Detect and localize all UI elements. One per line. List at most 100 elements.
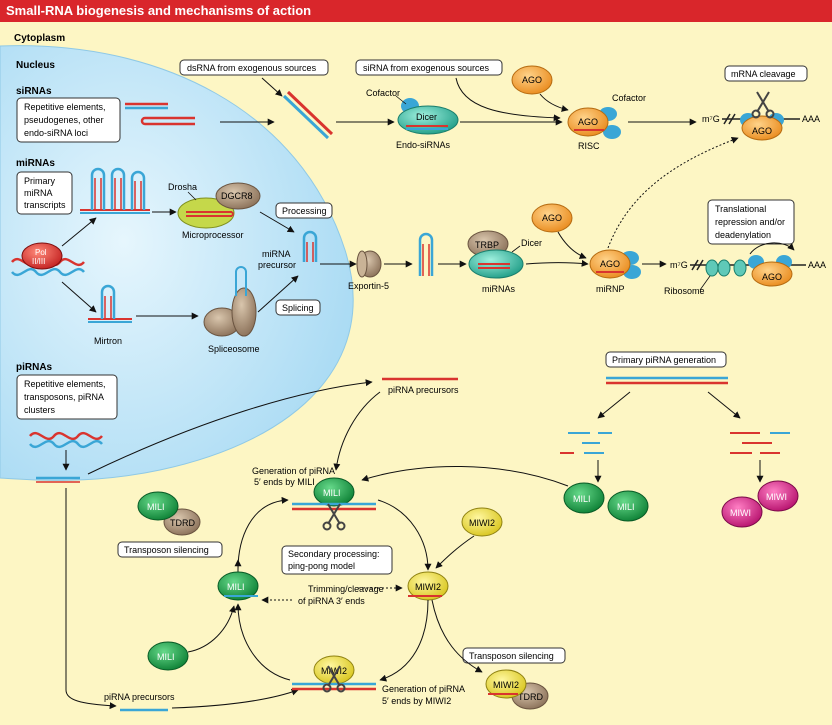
mili-label-tdrd: MILI <box>147 502 165 512</box>
dicer-complex-1: Dicer <box>397 98 459 135</box>
ago-label-translation: AGO <box>762 272 782 282</box>
ago-label-mirnp: AGO <box>600 259 620 269</box>
cytoplasm-label: Cytoplasm <box>14 33 65 44</box>
transposon-silencing-box-2: Transposon silencing <box>462 647 566 664</box>
svg-text:pseudogenes, other: pseudogenes, other <box>24 115 104 125</box>
trbp-label: TRBP <box>475 240 499 250</box>
arrow-microprocessor-to-precursor <box>259 211 295 233</box>
miwi2-label-cycle: MIWI2 <box>415 582 441 592</box>
translational-line1: Translational <box>715 204 766 214</box>
trimming-line1: Trimming/cleavage <box>308 584 384 594</box>
miwi2-cleavage-complex: MIWI2 <box>292 655 376 693</box>
ribosome-pointer <box>699 275 711 291</box>
splicing-text: Splicing <box>282 303 314 313</box>
pol-label-2: II/III <box>32 257 45 266</box>
pirna-transcript-nuclear <box>36 476 80 483</box>
primary-pirna-text: Primary piRNA generation <box>612 355 716 365</box>
cytoplasmic-precursor <box>418 232 434 276</box>
miwi2-cycle-right: MIWI2 <box>407 571 449 601</box>
mirnp-label: miRNP <box>596 284 625 294</box>
arrow-to-bottom-precursors <box>65 488 117 710</box>
arrow-pol-to-mirtron <box>61 281 97 313</box>
dsrna-exogenous-box: dsRNA from exogenous sources <box>179 59 329 76</box>
pirna-sources-line3: clusters <box>24 405 56 415</box>
sirna-sources-box: Repetitive elements, pseudogenes, other … <box>16 97 121 143</box>
translational-line2: repression and/or <box>715 217 785 227</box>
mrna-cleavage-box: mRNA cleavage <box>724 65 808 82</box>
ago-label-risc: AGO <box>578 117 598 127</box>
sirna-exogenous-text: siRNA from exogenous sources <box>363 63 490 73</box>
mili-label-cleavage: MILI <box>323 488 341 498</box>
primary-mirna-line3: transcripts <box>24 200 66 210</box>
miwi-label-1: MIWI <box>766 492 787 502</box>
svg-text:Repetitive elements,: Repetitive elements, <box>24 102 106 112</box>
mirnas-heading: miRNAs <box>16 158 55 169</box>
translational-box: Translational repression and/or deadenyl… <box>707 199 795 245</box>
risc-label: RISC <box>578 141 600 151</box>
trbp-dicer-complex: TRBP <box>467 230 524 279</box>
mrna-cleavage-text: mRNA cleavage <box>731 69 796 79</box>
arrow-precursors-to-mili <box>333 391 381 471</box>
pirna-sources-box: Repetitive elements, transposons, piRNA … <box>16 374 118 420</box>
mili-label-primary-2: MILI <box>617 502 635 512</box>
mili-label-primary-1: MILI <box>573 494 591 504</box>
primary-mirna-box: Primary miRNA transcripts <box>16 171 73 215</box>
processing-text: Processing <box>282 206 327 216</box>
pirna-sources-line1: Repetitive elements, <box>24 379 106 389</box>
dotted-arrow-mirnp-to-cleavage <box>607 136 739 249</box>
mirnas-label: miRNAs <box>482 284 515 294</box>
mirnp-complex: AGO <box>589 249 641 279</box>
generation-mili-line2: 5′ ends by MILI <box>254 477 315 487</box>
mirtron-hairpin <box>88 284 132 323</box>
sirna-sources-line3: endo-siRNA loci <box>24 128 88 138</box>
pirna-precursors-label-2: piRNA precursors <box>104 692 175 702</box>
arrow-pol-to-primary <box>61 217 97 247</box>
mili-primary-1: MILI <box>563 482 605 514</box>
sirna-exogenous-box: siRNA from exogenous sources <box>355 59 503 76</box>
translational-line3: deadenylation <box>715 230 771 240</box>
exogenous-dsrna <box>282 90 334 140</box>
arrow-miwi2-to-cycle <box>435 535 475 569</box>
transposon-silencing-text-2: Transposon silencing <box>469 651 554 661</box>
mili-cycle-left: MILI <box>217 571 259 601</box>
cycle-top-left <box>237 496 289 571</box>
miwi2-label-tdrd: MIWI2 <box>493 680 519 690</box>
primary-mirna-line1: Primary <box>24 176 55 186</box>
sirna-sources-line1: Repetitive elements, <box>24 102 106 112</box>
splicing-box: Splicing <box>275 299 321 316</box>
exportin-label: Exportin-5 <box>348 281 389 291</box>
cycle-mili-to-miwi2 <box>377 499 432 571</box>
arrow-sirna-exo <box>455 77 561 122</box>
tdrd-label-2: TDRD <box>518 692 543 702</box>
drosha-label: Drosha <box>168 182 197 192</box>
generation-miwi2-line2: 5′ ends by MIWI2 <box>382 696 451 706</box>
primary-mirna-line2: miRNA <box>24 188 53 198</box>
title-bar: Small-RNA biogenesis and mechanisms of a… <box>0 0 832 22</box>
cofactor-label-1: Cofactor <box>366 88 400 98</box>
primary-pirna-box: Primary piRNA generation <box>605 351 727 368</box>
primary-mirna-hairpins <box>80 167 150 214</box>
pol-label-1: Pol <box>35 248 47 257</box>
cycle-miwi2-down <box>379 599 429 682</box>
sirnas-heading: siRNAs <box>16 86 52 97</box>
cycle-bottom-left <box>234 603 291 681</box>
miwi2-label-cleavage: MIWI2 <box>321 666 347 676</box>
mirtron-label: Mirtron <box>94 336 122 346</box>
translational-repression-complex: m⁷G AGO AAA <box>670 242 826 287</box>
mili-primary-2: MILI <box>607 490 649 522</box>
secondary-processing-line1: Secondary processing: <box>288 549 380 559</box>
ago-label-free-1: AGO <box>522 75 542 85</box>
arrow-primary-left <box>597 391 631 419</box>
m7g-label-1: m⁷G <box>702 114 720 124</box>
exportin-5 <box>356 250 382 278</box>
arrow-ago-to-mirnp <box>557 231 587 259</box>
figure-title: Small-RNA biogenesis and mechanisms of a… <box>6 3 312 18</box>
generation-miwi2-line1: Generation of piRNA <box>382 684 465 694</box>
arrow-miwi2-to-silencing <box>431 599 483 673</box>
pol-ii-iii: Pol II/III <box>11 242 85 277</box>
mili-label-cycle: MILI <box>227 582 245 592</box>
mirna-precursor <box>302 230 318 262</box>
nucleus-region <box>0 45 354 481</box>
aaa-label-1: AAA <box>802 114 820 124</box>
